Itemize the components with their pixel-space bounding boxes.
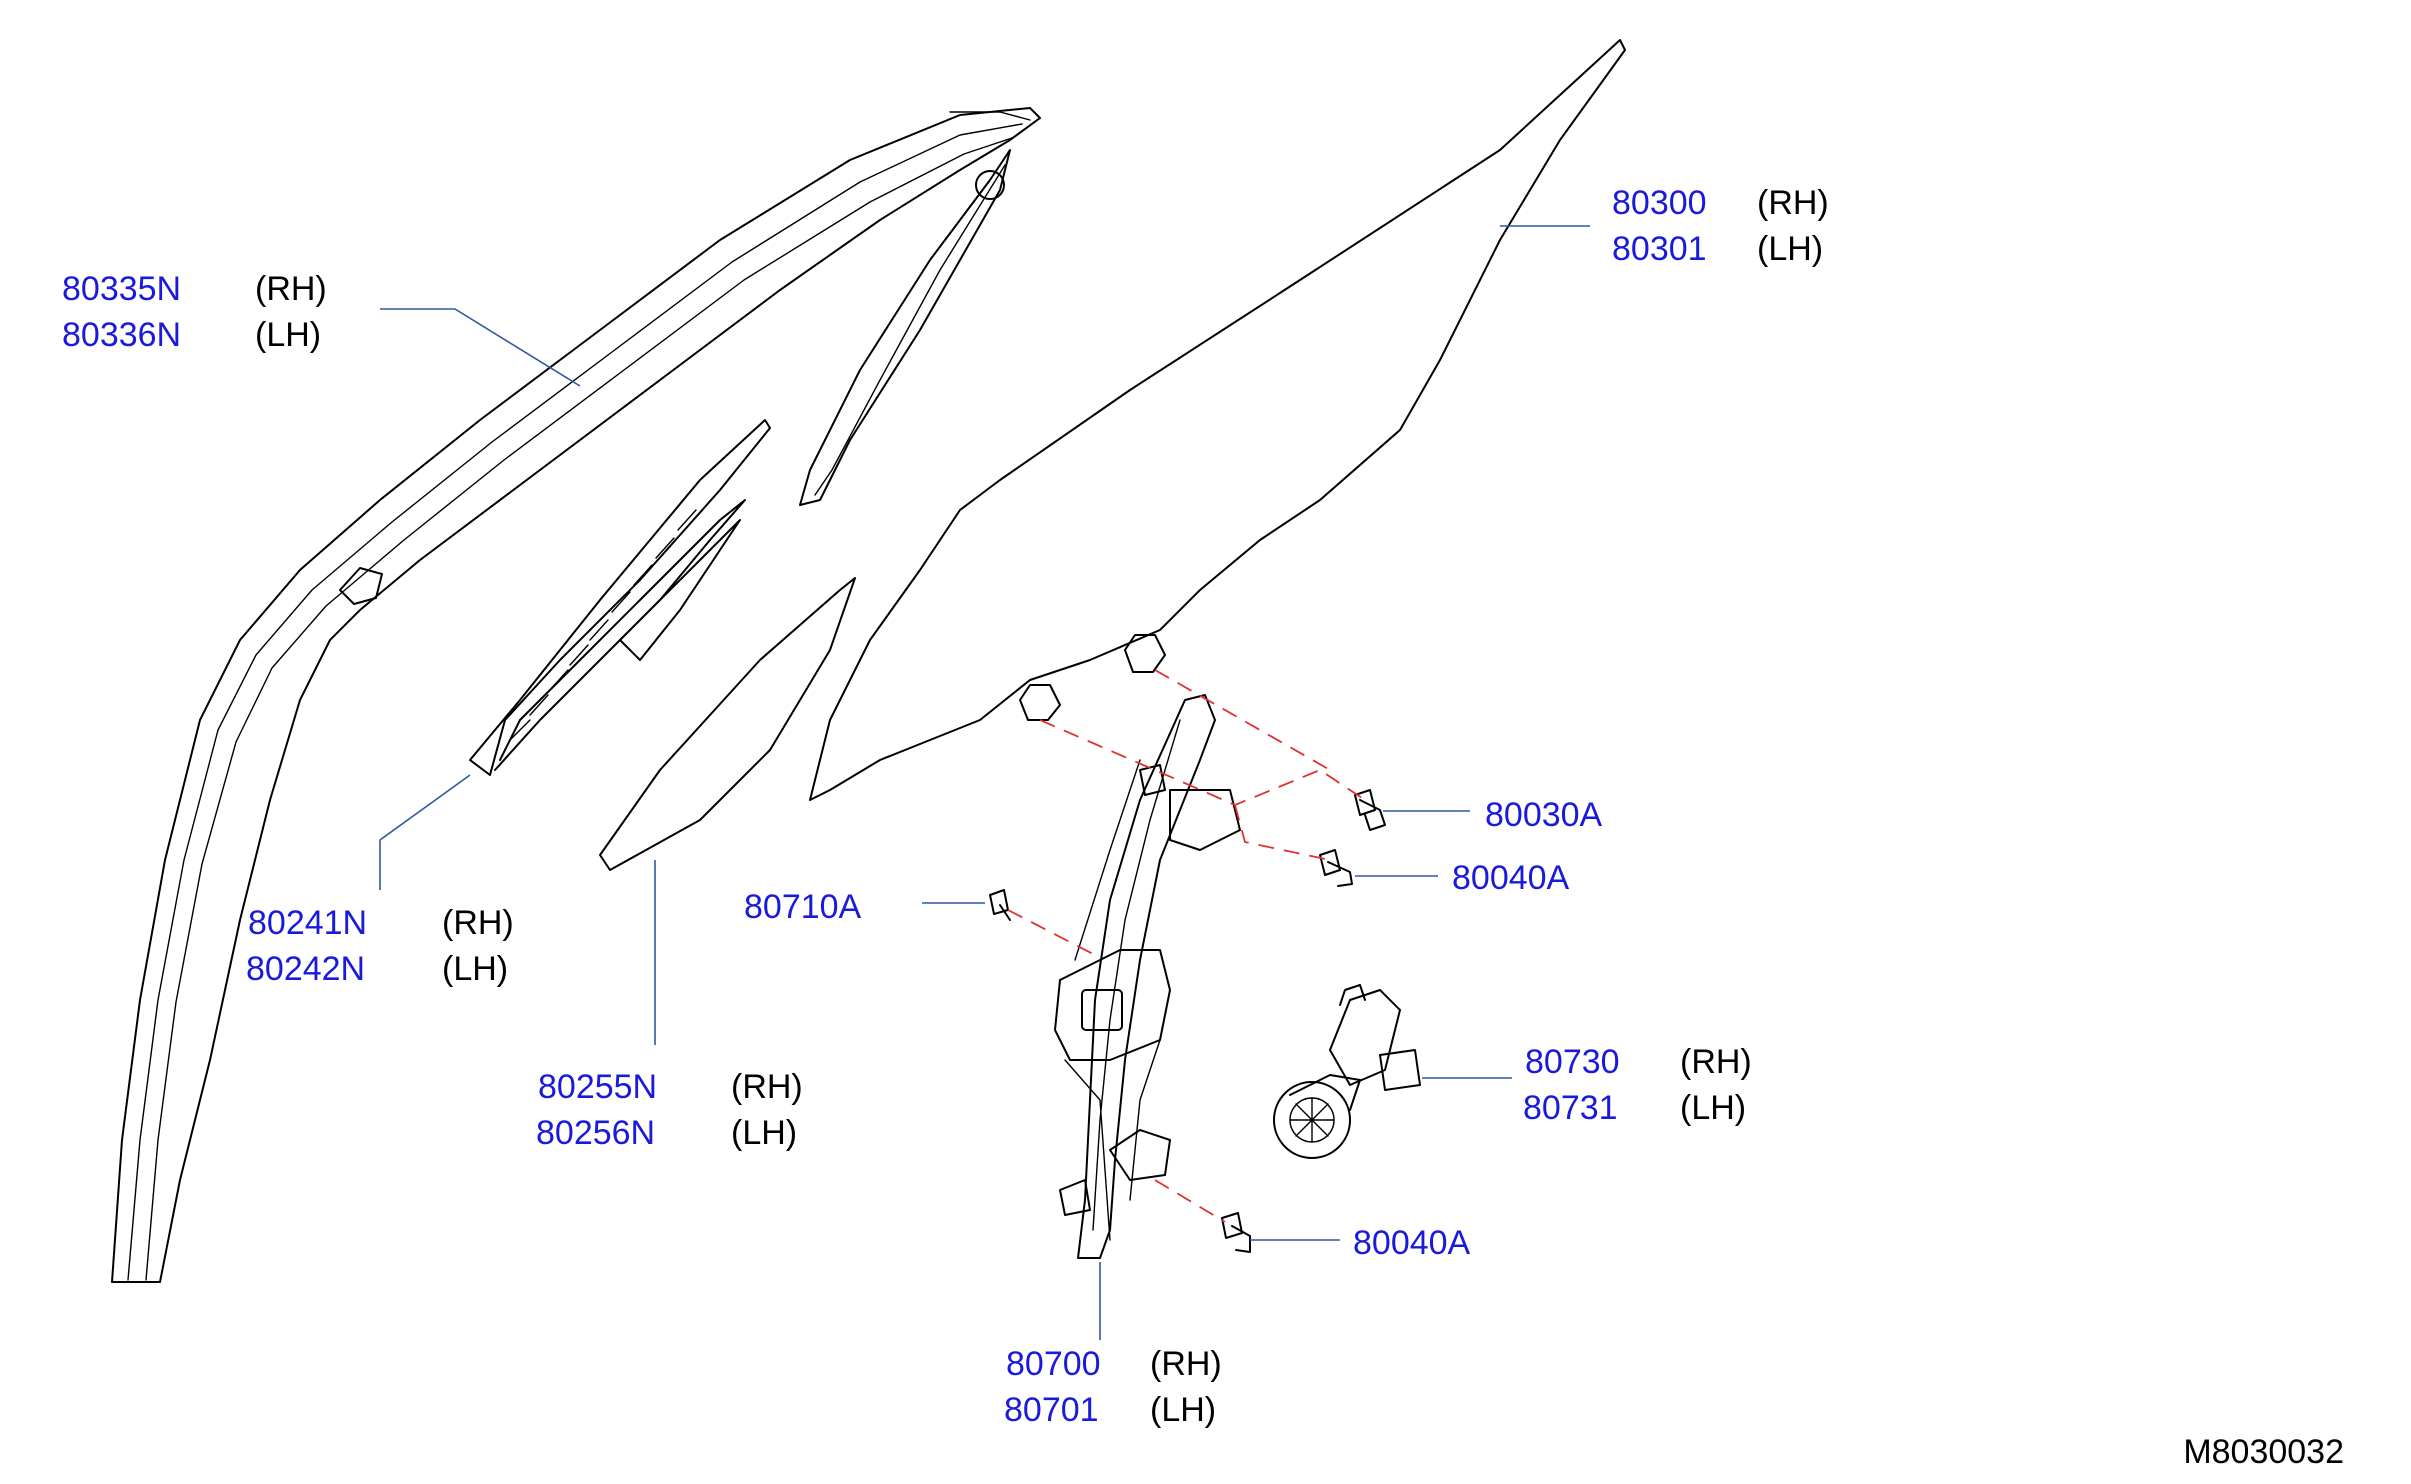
- callout-leaders: [379, 225, 1590, 1340]
- callout-80730: 80730 (RH) 80731 (LH): [1523, 1043, 1752, 1127]
- side-label-rh: (RH): [1680, 1043, 1752, 1081]
- rear-sash-channel: [799, 149, 1011, 506]
- callout-80255n: 80255N (RH) 80256N (LH): [536, 1068, 803, 1152]
- callout-80040a-lower: 80040A: [1353, 1224, 1471, 1262]
- diagram-code: M8030032: [2183, 1433, 2344, 1471]
- fastener-screw-80710a: [989, 889, 1011, 921]
- side-label-lh: (LH): [1680, 1089, 1746, 1127]
- part-number-lh: 80256N: [536, 1114, 655, 1152]
- part-number-lh: 80701: [1004, 1391, 1099, 1429]
- guide-glass-bracket-b: [1154, 669, 1331, 771]
- side-label-lh: (LH): [1757, 230, 1823, 268]
- part-number-rh: 80700: [1006, 1345, 1101, 1383]
- side-label-rh: (RH): [1150, 1345, 1222, 1383]
- fastener-bolt-80040a-lower: [1221, 1212, 1251, 1253]
- part-number-lh: 80731: [1523, 1089, 1618, 1127]
- side-label-rh: (RH): [442, 904, 514, 942]
- part-number: 80040A: [1452, 859, 1570, 897]
- callout-80700: 80700 (RH) 80701 (LH): [1004, 1345, 1222, 1429]
- guide-screw: [1007, 909, 1096, 956]
- side-label-lh: (LH): [1150, 1391, 1216, 1429]
- side-label-rh: (RH): [255, 270, 327, 308]
- leader-80335n: [380, 308, 581, 387]
- side-label-rh: (RH): [731, 1068, 803, 1106]
- part-number-rh: 80255N: [538, 1068, 657, 1106]
- callout-80710a: 80710A: [744, 888, 862, 926]
- part-number-lh: 80336N: [62, 316, 181, 354]
- part-number-lh: 80242N: [246, 950, 365, 988]
- callout-80300: 80300 (RH) 80301 (LH): [1612, 184, 1829, 268]
- guide-bolt-upper: [1234, 804, 1331, 861]
- part-number-rh: 80241N: [248, 904, 367, 942]
- side-label-lh: (LH): [731, 1114, 797, 1152]
- leader-80241n: [379, 774, 471, 890]
- callout-80030a: 80030A: [1485, 796, 1603, 834]
- part-number: 80710A: [744, 888, 862, 926]
- part-number-rh: 80730: [1525, 1043, 1620, 1081]
- door-glass: [809, 39, 1626, 801]
- side-label-lh: (LH): [255, 316, 321, 354]
- quarter-glass: [599, 577, 856, 871]
- part-number-rh: 80300: [1612, 184, 1707, 222]
- side-label-lh: (LH): [442, 950, 508, 988]
- part-number: 80040A: [1353, 1224, 1471, 1262]
- fastener-bolt-80030a: [1354, 789, 1386, 831]
- side-label-rh: (RH): [1757, 184, 1829, 222]
- regulator-motor: [1273, 984, 1421, 1159]
- window-sash-frame: [111, 107, 1041, 1283]
- part-number: 80030A: [1485, 796, 1603, 834]
- guide-bolt-lower: [1154, 1179, 1226, 1223]
- part-number-rh: 80335N: [62, 270, 181, 308]
- assembly-guides: [1007, 669, 1366, 1223]
- corner-seal: [469, 419, 771, 776]
- fastener-bolt-80040a-upper: [1319, 849, 1353, 887]
- guide-glass-bracket-a: [1039, 719, 1366, 806]
- callout-80040a-upper: 80040A: [1452, 859, 1570, 897]
- window-regulator: [1054, 694, 1241, 1259]
- part-number-lh: 80301: [1612, 230, 1707, 268]
- callout-80241n: 80241N (RH) 80242N (LH): [246, 904, 514, 988]
- callout-80335n: 80335N (RH) 80336N (LH): [62, 270, 327, 354]
